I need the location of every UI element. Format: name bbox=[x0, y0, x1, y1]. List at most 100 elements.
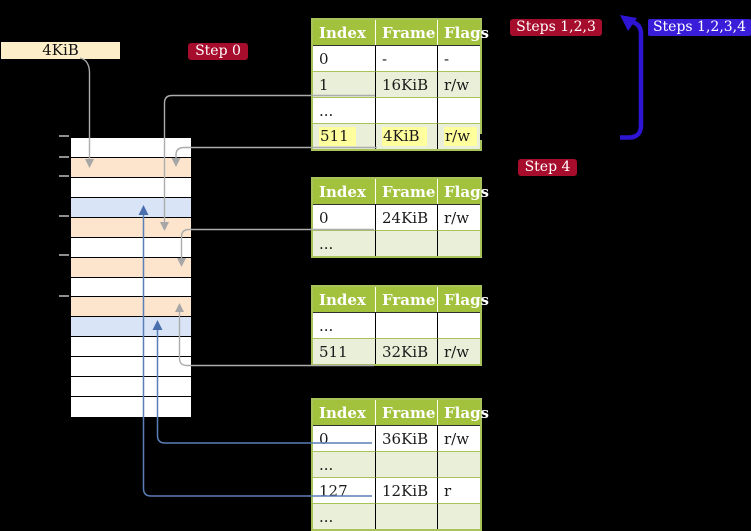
table-cell: 127 bbox=[313, 477, 375, 503]
table-row: ... bbox=[313, 97, 480, 123]
memory-row bbox=[71, 177, 191, 198]
table-cell: ... bbox=[313, 503, 375, 529]
table-cell: 0 bbox=[313, 45, 375, 71]
memory-row bbox=[71, 197, 191, 218]
arrowhead-upleft-icon bbox=[620, 15, 637, 31]
table-header-row: Index Frame Flags bbox=[313, 179, 489, 204]
table-cell bbox=[375, 97, 437, 123]
highlighted-value: 511 bbox=[319, 127, 356, 146]
table-cell bbox=[437, 230, 480, 256]
memory-row bbox=[71, 217, 191, 238]
table-cell: r bbox=[437, 477, 480, 503]
tick-mark bbox=[59, 135, 69, 137]
table-cell: ... bbox=[313, 312, 375, 338]
table-cell: 4KiB bbox=[375, 123, 437, 149]
memory-row bbox=[71, 257, 191, 278]
column-header-frame: Frame bbox=[375, 20, 437, 45]
memory-row bbox=[71, 317, 191, 338]
table-row: 0 - - bbox=[313, 45, 480, 71]
tick-mark bbox=[59, 155, 69, 158]
table-cell: 511 bbox=[313, 123, 375, 149]
table-row: 0 36KiB r/w bbox=[313, 425, 480, 451]
column-header-flags: Flags bbox=[437, 20, 489, 45]
table-cell bbox=[437, 503, 480, 529]
memory-row bbox=[71, 337, 191, 358]
tick-mark bbox=[59, 175, 69, 177]
table-cell: r/w bbox=[437, 71, 480, 97]
column-header-index: Index bbox=[313, 20, 375, 45]
memory-row bbox=[71, 377, 191, 398]
table-cell: ... bbox=[313, 451, 375, 477]
memory-row bbox=[71, 397, 191, 417]
table-cell: 24KiB bbox=[375, 204, 437, 230]
table-cell bbox=[375, 230, 437, 256]
memory-row bbox=[71, 357, 191, 378]
memory-row bbox=[71, 157, 191, 178]
table-cell: - bbox=[375, 45, 437, 71]
table-row: 0 24KiB r/w bbox=[313, 204, 480, 230]
memory-row bbox=[71, 138, 191, 158]
table-cell: ... bbox=[313, 230, 375, 256]
table-cell: r/w bbox=[437, 338, 480, 364]
table-cell bbox=[375, 451, 437, 477]
table-row: 127 12KiB r bbox=[313, 477, 480, 503]
steps1234-badge: Steps 1,2,3,4 bbox=[648, 19, 751, 36]
memory-row bbox=[71, 277, 191, 298]
arrow-anchor-dash bbox=[480, 134, 484, 140]
page-table-4: Index Frame Flags 0 36KiB r/w ... 127 12… bbox=[311, 398, 489, 531]
table-cell: 1 bbox=[313, 71, 375, 97]
memory-row bbox=[71, 237, 191, 258]
table-cell: 36KiB bbox=[375, 425, 437, 451]
table-row: ... bbox=[313, 230, 480, 256]
column-header-flags: Flags bbox=[437, 287, 489, 312]
column-header-frame: Frame bbox=[375, 287, 437, 312]
table-row-highlighted: 511 4KiB r/w bbox=[313, 123, 480, 149]
column-header-flags: Flags bbox=[437, 179, 489, 204]
table-cell: - bbox=[437, 45, 480, 71]
table-cell: 32KiB bbox=[375, 338, 437, 364]
table-cell: r/w bbox=[437, 204, 480, 230]
highlighted-value: r/w bbox=[444, 127, 478, 146]
step0-badge: Step 0 bbox=[188, 43, 248, 60]
tick-mark bbox=[59, 294, 69, 297]
table-cell: 16KiB bbox=[375, 71, 437, 97]
column-header-flags: Flags bbox=[437, 400, 489, 425]
step4-badge: Step 4 bbox=[518, 159, 577, 176]
table-cell bbox=[375, 312, 437, 338]
page-table-2: Index Frame Flags 0 24KiB r/w ... bbox=[311, 177, 489, 258]
memory-row bbox=[71, 297, 191, 318]
table-row: ... bbox=[313, 503, 480, 529]
table-cell: ... bbox=[313, 97, 375, 123]
column-header-frame: Frame bbox=[375, 400, 437, 425]
column-header-frame: Frame bbox=[375, 179, 437, 204]
table-cell: 0 bbox=[313, 425, 375, 451]
table-row: ... bbox=[313, 451, 480, 477]
column-header-index: Index bbox=[313, 400, 375, 425]
table-cell bbox=[437, 451, 480, 477]
table-cell bbox=[437, 97, 480, 123]
table-cell: 0 bbox=[313, 204, 375, 230]
table-row: ... bbox=[313, 312, 480, 338]
table-cell: 12KiB bbox=[375, 477, 437, 503]
table-cell: r/w bbox=[437, 123, 480, 149]
table-header-row: Index Frame Flags bbox=[313, 400, 489, 425]
table-header-row: Index Frame Flags bbox=[313, 20, 489, 45]
column-header-index: Index bbox=[313, 287, 375, 312]
physical-memory-column bbox=[70, 137, 192, 418]
column-header-index: Index bbox=[313, 179, 375, 204]
table-cell bbox=[437, 312, 480, 338]
tick-mark bbox=[59, 214, 69, 217]
table-cell: 511 bbox=[313, 338, 375, 364]
page-table-1: Index Frame Flags 0 - - 1 16KiB r/w ... … bbox=[311, 18, 489, 151]
page-table-3: Index Frame Flags ... 511 32KiB r/w bbox=[311, 285, 489, 366]
loopback-arrow bbox=[620, 19, 644, 140]
steps123-badge: Steps 1,2,3 bbox=[510, 19, 602, 36]
table-header-row: Index Frame Flags bbox=[313, 287, 489, 312]
table-row: 511 32KiB r/w bbox=[313, 338, 480, 364]
table-cell bbox=[375, 503, 437, 529]
page-size-label: 4KiB bbox=[1, 42, 120, 59]
tick-mark bbox=[59, 254, 69, 256]
table-cell: r/w bbox=[437, 425, 480, 451]
table-row: 1 16KiB r/w bbox=[313, 71, 480, 97]
